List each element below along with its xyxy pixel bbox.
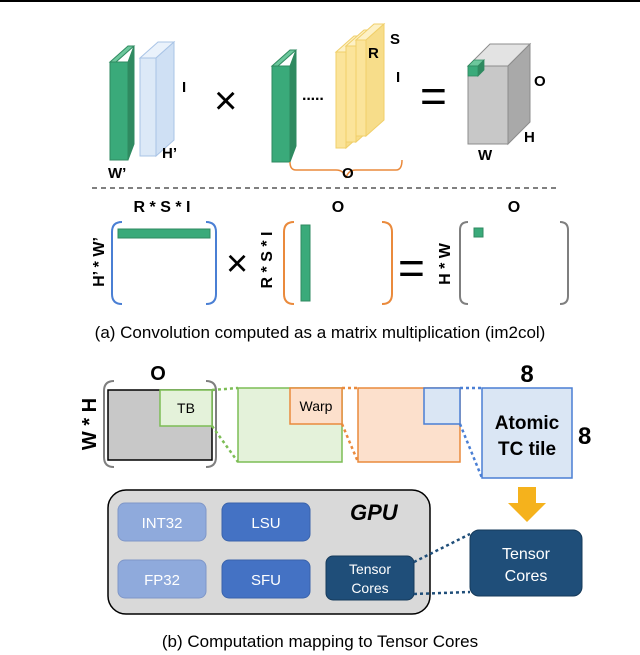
input-c-label: I	[182, 79, 186, 96]
out-right-bracket	[559, 221, 569, 305]
tc-zoom-line-top	[413, 532, 471, 564]
matrix-times-symbol: ×	[226, 243, 248, 285]
tb-zoom-line-bottom	[210, 425, 240, 463]
mid-left-bracket	[283, 221, 295, 305]
out-col-label: O	[508, 199, 520, 216]
filter-count-brace	[289, 159, 403, 179]
unit-fp32-label: FP32	[144, 572, 180, 589]
input-w-label: W’	[108, 165, 126, 182]
conv-filter-green	[270, 49, 298, 163]
gpu-tensor-line2: Cores	[351, 580, 388, 596]
unit-lsu-label: LSU	[251, 515, 280, 532]
big-tensor-line1: Tensor	[502, 546, 551, 563]
filter-i-label: I	[396, 69, 400, 86]
caption-a: (a) Convolution computed as a matrix mul…	[95, 323, 546, 342]
tile-width-label: 8	[520, 361, 533, 388]
mid-col-label: O	[332, 199, 344, 216]
filter-s-label: S	[390, 31, 400, 48]
conv-input-tensor	[108, 40, 176, 161]
out-row-label: H * W	[437, 242, 454, 285]
big-tensor-cores	[469, 529, 583, 597]
filter-ellipsis: ·····	[302, 91, 324, 108]
output-w-label: W	[478, 147, 493, 164]
output-h-label: H	[524, 129, 535, 146]
tile-label-line2: TC tile	[498, 439, 556, 460]
unit-fp32	[117, 559, 207, 599]
conv-times-symbol: ×	[214, 79, 237, 123]
lhs-col-label: R * S * I	[134, 199, 191, 216]
tile-zoom-line-bottom	[458, 423, 484, 479]
unit-int32	[117, 502, 207, 542]
lhs-left-bracket	[111, 221, 123, 305]
conv-equals-symbol: =	[420, 70, 447, 122]
conv-output-tensor	[466, 42, 532, 146]
thread-block-box	[159, 389, 213, 427]
matrix-left-bracket	[103, 380, 115, 468]
mid-row-label: R * S * I	[259, 232, 276, 289]
warp-box	[289, 387, 343, 425]
gpu-tensor-line1: Tensor	[349, 561, 391, 577]
lhs-row-highlight	[117, 228, 211, 239]
big-tensor-line2: Cores	[505, 568, 548, 585]
tile-height-label: 8	[578, 423, 591, 450]
gpu-title: GPU	[350, 500, 399, 525]
filter-count-label: O	[342, 165, 354, 182]
input-h-label: H’	[162, 145, 177, 162]
tb-label: TB	[177, 400, 195, 416]
unit-sfu-label: SFU	[251, 572, 281, 589]
unit-sfu	[221, 559, 311, 599]
matrix-col-label: O	[150, 363, 166, 385]
out-left-bracket	[459, 221, 469, 305]
unit-lsu	[221, 502, 311, 542]
out-element-highlight	[473, 227, 484, 238]
mapping-arrow-icon	[508, 487, 546, 522]
filter-r-label: R	[368, 45, 379, 62]
tb-zoom-line-top	[211, 386, 239, 392]
gpu-tensor-cores	[325, 555, 415, 601]
mid-col-highlight	[300, 224, 311, 302]
output-o-label: O	[534, 73, 546, 90]
unit-int32-label: INT32	[142, 515, 183, 532]
matrix-row-label: W * H	[79, 398, 101, 450]
tc-tile-small	[423, 387, 461, 425]
warp-label: Warp	[300, 398, 333, 414]
conv-filters-yellow	[334, 22, 386, 150]
atomic-tc-tile	[481, 387, 573, 479]
lhs-right-bracket	[205, 221, 217, 305]
tile-label-line1: Atomic	[495, 413, 560, 434]
lhs-row-label: H’ * W’	[91, 237, 108, 287]
warp-zoom-line-bottom	[340, 423, 360, 463]
matrix-right-bracket	[205, 380, 217, 468]
mid-right-bracket	[381, 221, 393, 305]
caption-b: (b) Computation mapping to Tensor Cores	[162, 632, 478, 651]
matrix-equals-symbol: =	[398, 242, 425, 294]
